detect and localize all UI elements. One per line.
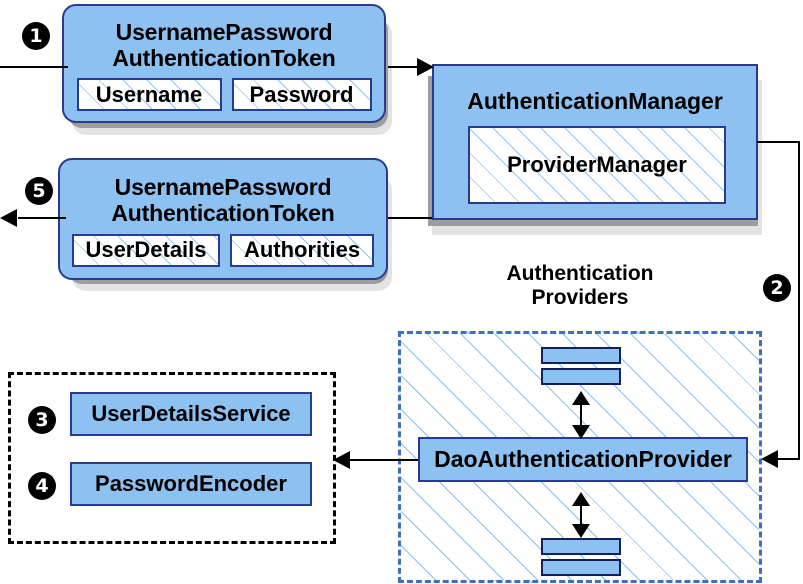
request-authentication-token-box[interactable]: UsernamePassword AuthenticationToken Use… [62, 4, 386, 123]
response-token-title-line2: AuthenticationToken [111, 200, 335, 226]
request-token-title-line1: UsernamePassword [115, 18, 333, 45]
badge-step-4: 4 [28, 472, 56, 500]
response-token-slot-userdetails[interactable]: UserDetails [72, 233, 220, 267]
arrow-providers-chain-down-bottom [572, 524, 590, 538]
response-authentication-token-box[interactable]: UsernamePassword AuthenticationToken Use… [58, 158, 388, 280]
response-token-slot-authorities-label: Authorities [243, 237, 361, 263]
badge-step-3: 3 [28, 406, 56, 434]
dao-authentication-provider-label: DaoAuthenticationProvider [434, 446, 732, 472]
connector-providers-chain-bottom [580, 498, 582, 528]
arrow-providers-chain-down-top [572, 425, 590, 439]
user-details-service-box[interactable]: UserDetailsService [70, 392, 312, 436]
connector-manager-to-response-token [388, 217, 432, 219]
request-token-slot-password[interactable]: Password [231, 78, 372, 112]
arrow-dao-to-supporting-beans [333, 451, 350, 469]
request-token-slots: Username Password [76, 78, 372, 112]
arrow-response-outbound [0, 209, 17, 227]
connector-dao-to-supporting-beans [350, 459, 418, 461]
badge-step-1: 1 [22, 22, 50, 50]
response-token-slot-authorities[interactable]: Authorities [230, 233, 374, 267]
provider-placeholder-bar-3[interactable] [541, 538, 621, 555]
connector-providers-chain-top [580, 397, 582, 429]
provider-placeholder-bar-2[interactable] [541, 368, 621, 385]
authentication-manager-title: AuthenticationManager [467, 88, 723, 114]
provider-manager-box[interactable]: ProviderManager [468, 126, 726, 204]
response-token-slots: UserDetails Authorities [72, 233, 374, 267]
connector-response-outbound [18, 217, 66, 219]
connector-manager-right-stub [757, 141, 800, 143]
request-token-title-line2: AuthenticationToken [112, 44, 336, 71]
user-details-service-label: UserDetailsService [91, 401, 291, 426]
connector-request-inbound [0, 66, 68, 68]
request-token-title: UsernamePassword AuthenticationToken [112, 18, 336, 72]
connector-manager-down [798, 141, 800, 459]
connector-into-dao-provider [778, 458, 800, 460]
authentication-providers-label-line2: Providers [531, 286, 629, 310]
dao-authentication-provider-box[interactable]: DaoAuthenticationProvider [418, 437, 748, 482]
response-token-title: UsernamePassword AuthenticationToken [111, 174, 335, 227]
request-token-slot-username-label: Username [95, 81, 203, 107]
arrow-into-dao-provider [761, 450, 778, 468]
response-token-title-line1: UsernamePassword [114, 174, 332, 201]
provider-manager-label: ProviderManager [507, 152, 687, 177]
connector-token-to-manager [388, 66, 420, 68]
authentication-providers-label: Authentication Providers [430, 262, 730, 310]
request-token-slot-password-label: Password [249, 81, 354, 107]
password-encoder-label: PasswordEncoder [95, 471, 287, 496]
badge-step-5: 5 [25, 177, 53, 205]
badge-step-2: 2 [763, 274, 791, 302]
provider-placeholder-bar-4[interactable] [541, 559, 621, 576]
authentication-manager-box[interactable]: AuthenticationManager ProviderManager [432, 64, 758, 220]
response-token-slot-userdetails-label: UserDetails [85, 237, 207, 263]
arrow-token-to-manager [417, 58, 434, 76]
password-encoder-box[interactable]: PasswordEncoder [70, 462, 312, 506]
request-token-slot-username[interactable]: Username [76, 78, 222, 112]
provider-placeholder-bar-1[interactable] [541, 347, 621, 364]
authentication-providers-label-line1: Authentication [506, 262, 654, 285]
